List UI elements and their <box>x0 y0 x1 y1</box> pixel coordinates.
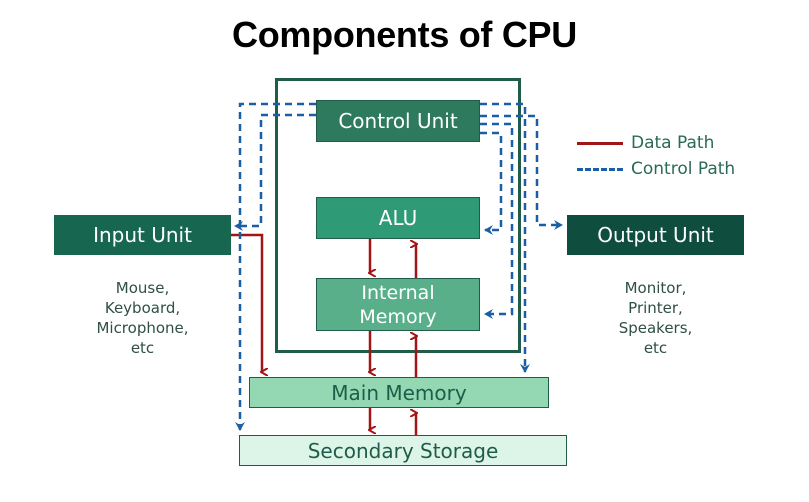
input-example: Mouse, <box>115 279 170 297</box>
main-memory-box: Main Memory <box>249 377 549 408</box>
legend-data-path-label: Data Path <box>631 133 715 153</box>
cpu-boundary <box>275 78 521 353</box>
control-path-to-input <box>234 113 316 231</box>
control-path-to-main <box>480 102 530 373</box>
control-path-to-output <box>480 114 563 230</box>
solid-line-icon <box>577 141 623 145</box>
control-unit-box: Control Unit <box>316 100 480 142</box>
control-path-to-alu <box>480 131 503 235</box>
output-example: Speakers, <box>618 319 693 337</box>
input-example: etc <box>130 339 155 357</box>
input-example: Keyboard, <box>104 299 181 317</box>
data-path-input-to-main-memory <box>231 233 262 372</box>
internal-memory-label-line2: Memory <box>359 305 437 328</box>
internal-memory-label-line1: Internal <box>361 281 435 304</box>
output-unit-label: Output Unit <box>597 223 714 247</box>
alu-box: ALU <box>316 197 480 239</box>
output-example: Monitor, <box>624 279 687 297</box>
alu-label: ALU <box>378 206 418 230</box>
legend-control-path-label: Control Path <box>631 159 736 179</box>
output-examples: Monitor, Printer, Speakers, etc <box>567 278 744 358</box>
input-unit-box: Input Unit <box>54 215 231 255</box>
legend-control-path: Control Path <box>577 159 735 179</box>
input-unit-label: Input Unit <box>93 223 192 247</box>
legend-data-path: Data Path <box>577 133 714 153</box>
output-example: etc <box>643 339 668 357</box>
output-example: Printer, <box>628 299 683 317</box>
control-unit-label: Control Unit <box>338 109 458 133</box>
input-example: Microphone, <box>96 319 189 337</box>
main-memory-label: Main Memory <box>331 380 467 405</box>
output-unit-box: Output Unit <box>567 215 744 255</box>
internal-memory-box: Internal Memory <box>316 278 480 331</box>
diagram-title: Components of CPU <box>232 14 577 55</box>
secondary-storage-box: Secondary Storage <box>239 435 567 466</box>
secondary-storage-label: Secondary Storage <box>307 438 499 463</box>
dashed-line-icon <box>577 167 623 171</box>
control-path-to-internal <box>480 122 514 319</box>
control-path-to-secondary <box>235 102 316 431</box>
input-examples: Mouse, Keyboard, Microphone, etc <box>54 278 231 358</box>
